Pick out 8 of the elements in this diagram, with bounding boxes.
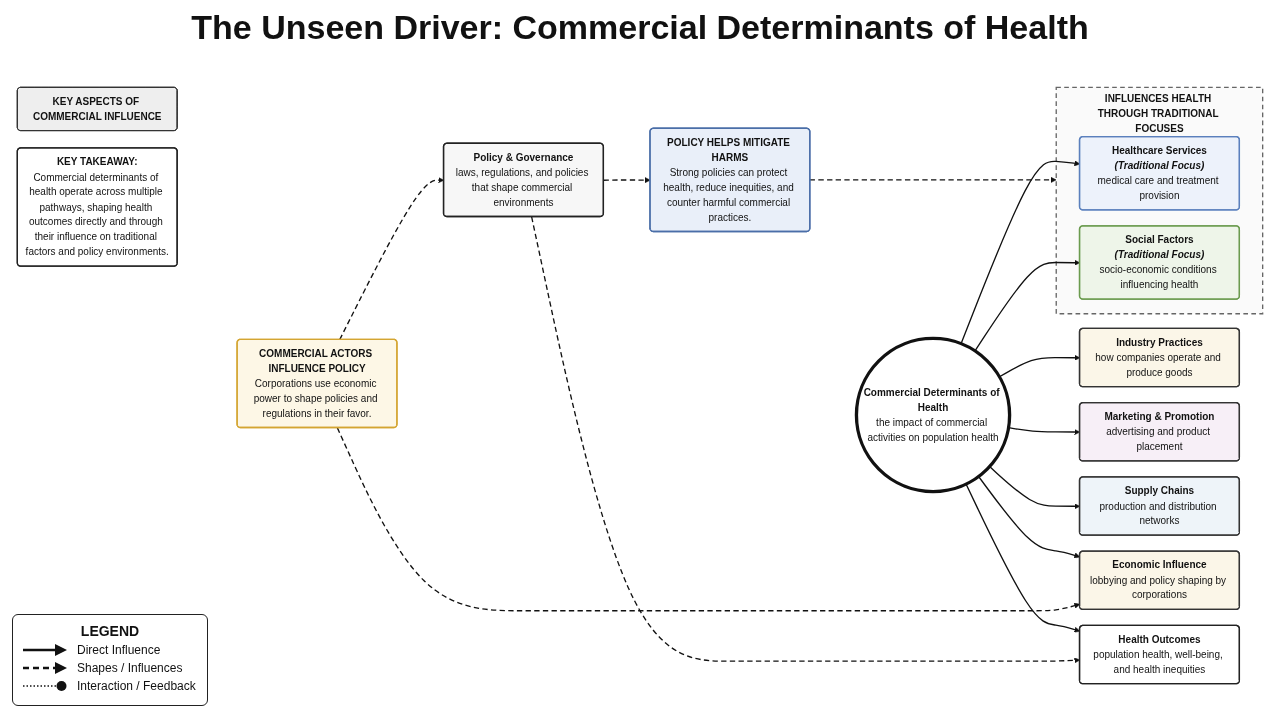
node-circle: Commercial Determinants of Health the impact of commercial activities on population health <box>854 336 1012 494</box>
title: The Unseen Driver: Commercial Determinants of Health <box>191 8 1089 47</box>
arrow <box>336 427 1081 612</box>
legend-label: Direct Influence <box>77 643 161 657</box>
legend-label: Interaction / Feedback <box>77 679 196 693</box>
legend-heading: LEGEND <box>79 623 141 639</box>
arrow <box>809 176 1057 183</box>
legend-label: Shapes / Influences <box>77 661 183 675</box>
